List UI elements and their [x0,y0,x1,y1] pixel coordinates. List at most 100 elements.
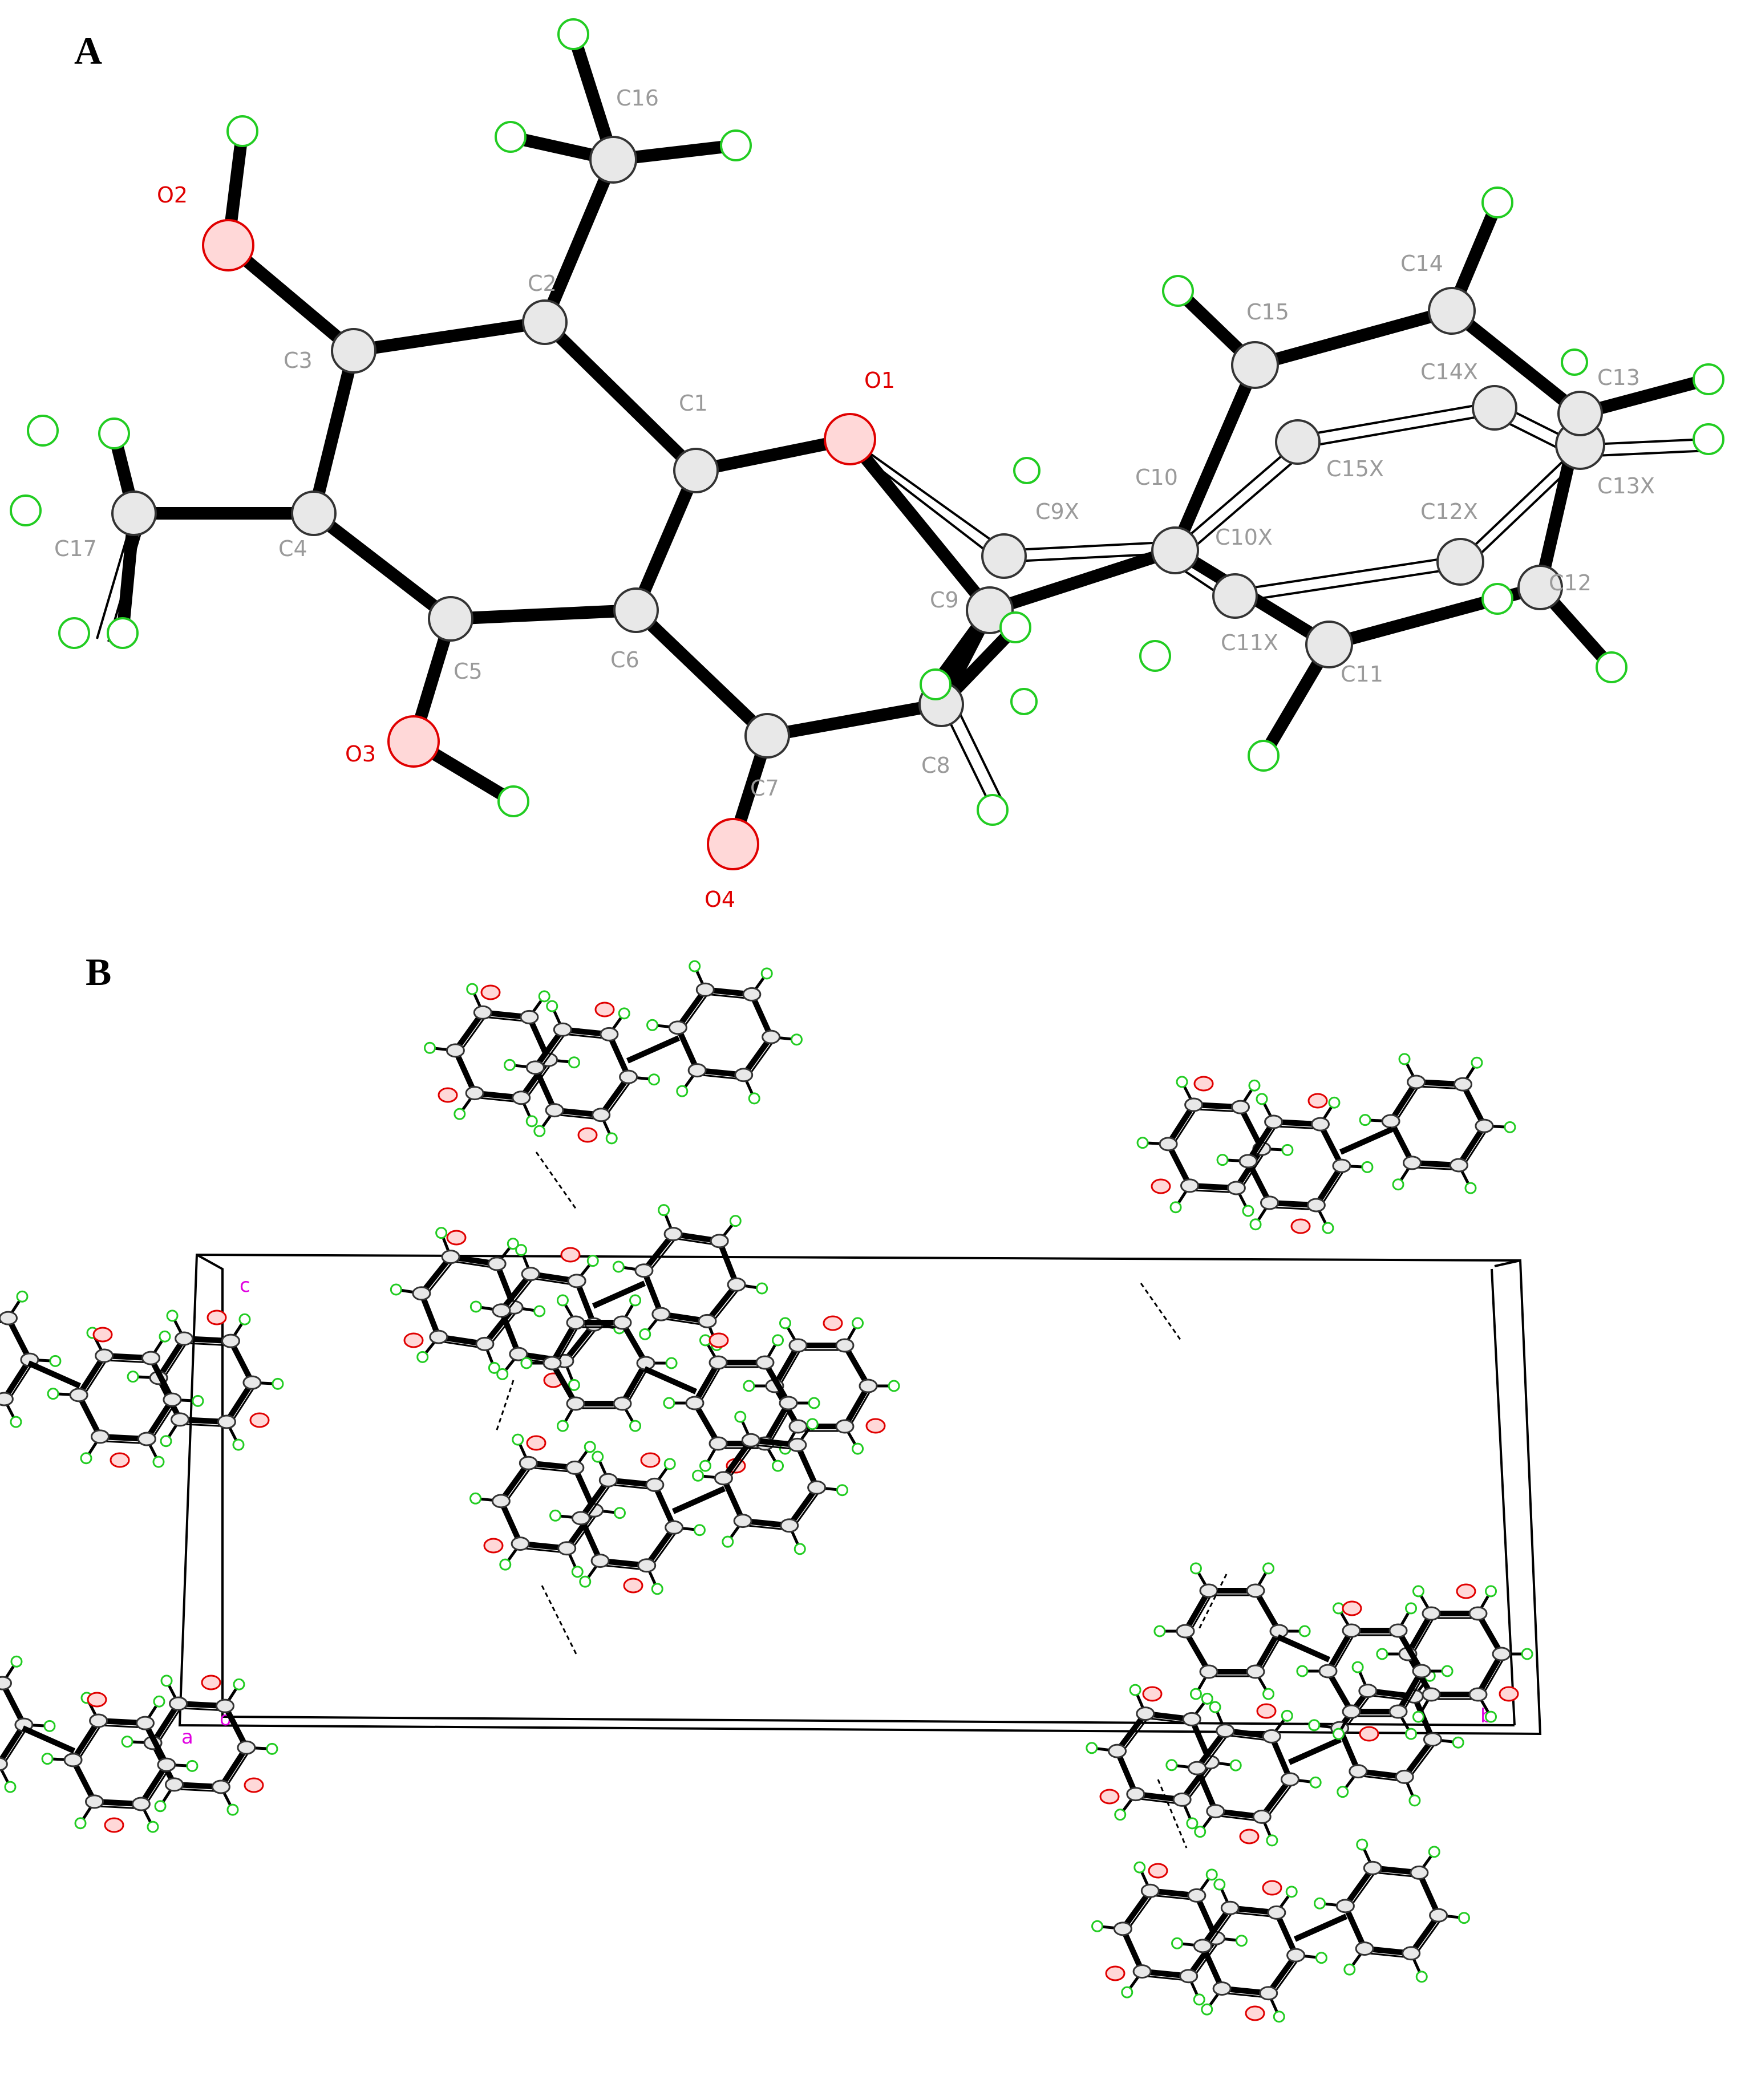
packing-atom-c [1206,1804,1225,1819]
packing-atom-h [1408,1794,1421,1807]
packing-atom-o [594,1002,615,1017]
packing-atom-h [1129,1684,1141,1696]
packing-atom-o [1142,1686,1163,1702]
packing-atom-c [509,1347,528,1361]
packing-atom-h [1464,1182,1477,1194]
label-c13: C13 [1597,365,1640,390]
atom-o1 [824,413,876,465]
packed-molecule [0,1655,278,1833]
packing-atom-c [487,1256,507,1271]
packing-atom-c [1264,1114,1284,1129]
packing-atom-h [507,1238,519,1250]
packing-bond [1343,1866,1375,1908]
label-o1: O1 [864,368,895,393]
packing-atom-h [658,1204,670,1217]
bond-c14-c13 [1446,305,1586,420]
packing-atom-h [499,1558,512,1571]
packing-atom-h [772,1334,784,1347]
packing-atom-o [1148,1863,1168,1879]
packing-atom-h [629,1420,642,1432]
packing-atom-c [668,1020,687,1035]
packing-atom-h [1189,1562,1202,1575]
packing-atom-c [685,1396,705,1410]
packing-atom-c [1423,1732,1442,1747]
packing-atom-h [1452,1736,1464,1749]
packing-atom-h [515,1244,528,1256]
packing-atom-c [237,1740,256,1755]
bond-c6-c7 [630,604,774,742]
packing-bond [692,1361,721,1405]
packing-bond [1200,1906,1233,1948]
packing-atom-c [85,1794,104,1809]
packing-bond [741,1035,774,1077]
packing-atom-c [135,1716,155,1730]
packing-atom-c [637,1558,657,1573]
bond-c1-c2 [539,316,702,477]
packing-bond [578,1478,611,1520]
packing-atom-c [1403,1156,1422,1170]
packing-molecules [0,960,1533,2023]
packing-atom-h [1213,1878,1226,1891]
axis-label-a: a [181,1726,193,1749]
packing-atom-o [207,1310,227,1325]
packing-atom-h [1485,1585,1497,1598]
packing-atom-h [1332,1728,1345,1740]
packing-atom-h [416,1351,429,1363]
packing-atom-h [435,1227,448,1239]
packing-atom-h [676,1085,689,1097]
atom-c4 [291,490,337,536]
packing-atom-c [687,1063,707,1078]
packing-bond [842,1384,871,1428]
packing-bond [772,1344,801,1388]
packing-atom-h [592,1450,604,1463]
packing-atom-c [1412,1664,1431,1679]
packing-bond [21,1725,76,1754]
packing-atom-c [1358,1684,1378,1698]
packing-atom-h [466,983,479,995]
packing-atom-h [533,1305,546,1317]
packing-atom-c [1238,1154,1258,1169]
label-c5: C5 [454,659,483,684]
packing-atom-o [1256,1703,1277,1719]
packing-atom-h [1114,1809,1127,1821]
packing-atom-c [807,1480,827,1495]
atom-c3 [331,328,376,374]
packing-atom-c [1355,1941,1374,1956]
packing-bond [533,1028,565,1069]
packing-bond [671,1486,726,1514]
packing-atom-h [43,1720,56,1732]
packing-atom-c [1407,1075,1426,1089]
packing-atom-h [1428,1846,1440,1858]
packing-atom-c [511,1537,530,1551]
packing-atom-c [163,1392,182,1407]
packing-atom-c [0,1757,8,1771]
packing-atom-c [221,1333,240,1348]
packing-bond [549,1321,578,1365]
packing-atom-c [1318,1664,1338,1679]
atom-h [1481,187,1513,218]
axis-label-c: c [240,1274,250,1297]
packing-atom-c [1193,1939,1212,1953]
packing-atom-c [215,1698,234,1713]
label-c3: C3 [284,348,313,373]
packing-atom-o [1359,1726,1379,1742]
atom-c11 [1305,621,1353,668]
hydrogen-bond [541,1585,577,1655]
packing-atom-c [545,1103,564,1118]
packing-atom-o [249,1412,270,1428]
hydrogen-bond [495,1380,515,1432]
packing-atom-c [1182,1712,1201,1726]
packing-atom-h [153,1695,165,1708]
packing-atom-h [646,1019,659,1031]
packing-atom-c [1252,1809,1272,1824]
packing-bond [721,1438,754,1480]
packing-atom-c [613,1396,632,1411]
packing-atom-h [1322,1222,1334,1234]
label-c17: C17 [54,536,97,561]
packing-atom-h [1194,1826,1207,1838]
packing-atom-h [1441,1665,1454,1677]
packing-atom-c [592,1108,611,1122]
packing-atom-c [1410,1865,1429,1880]
packing-atom-h [1248,1079,1261,1092]
packing-atom-h [571,1566,584,1578]
